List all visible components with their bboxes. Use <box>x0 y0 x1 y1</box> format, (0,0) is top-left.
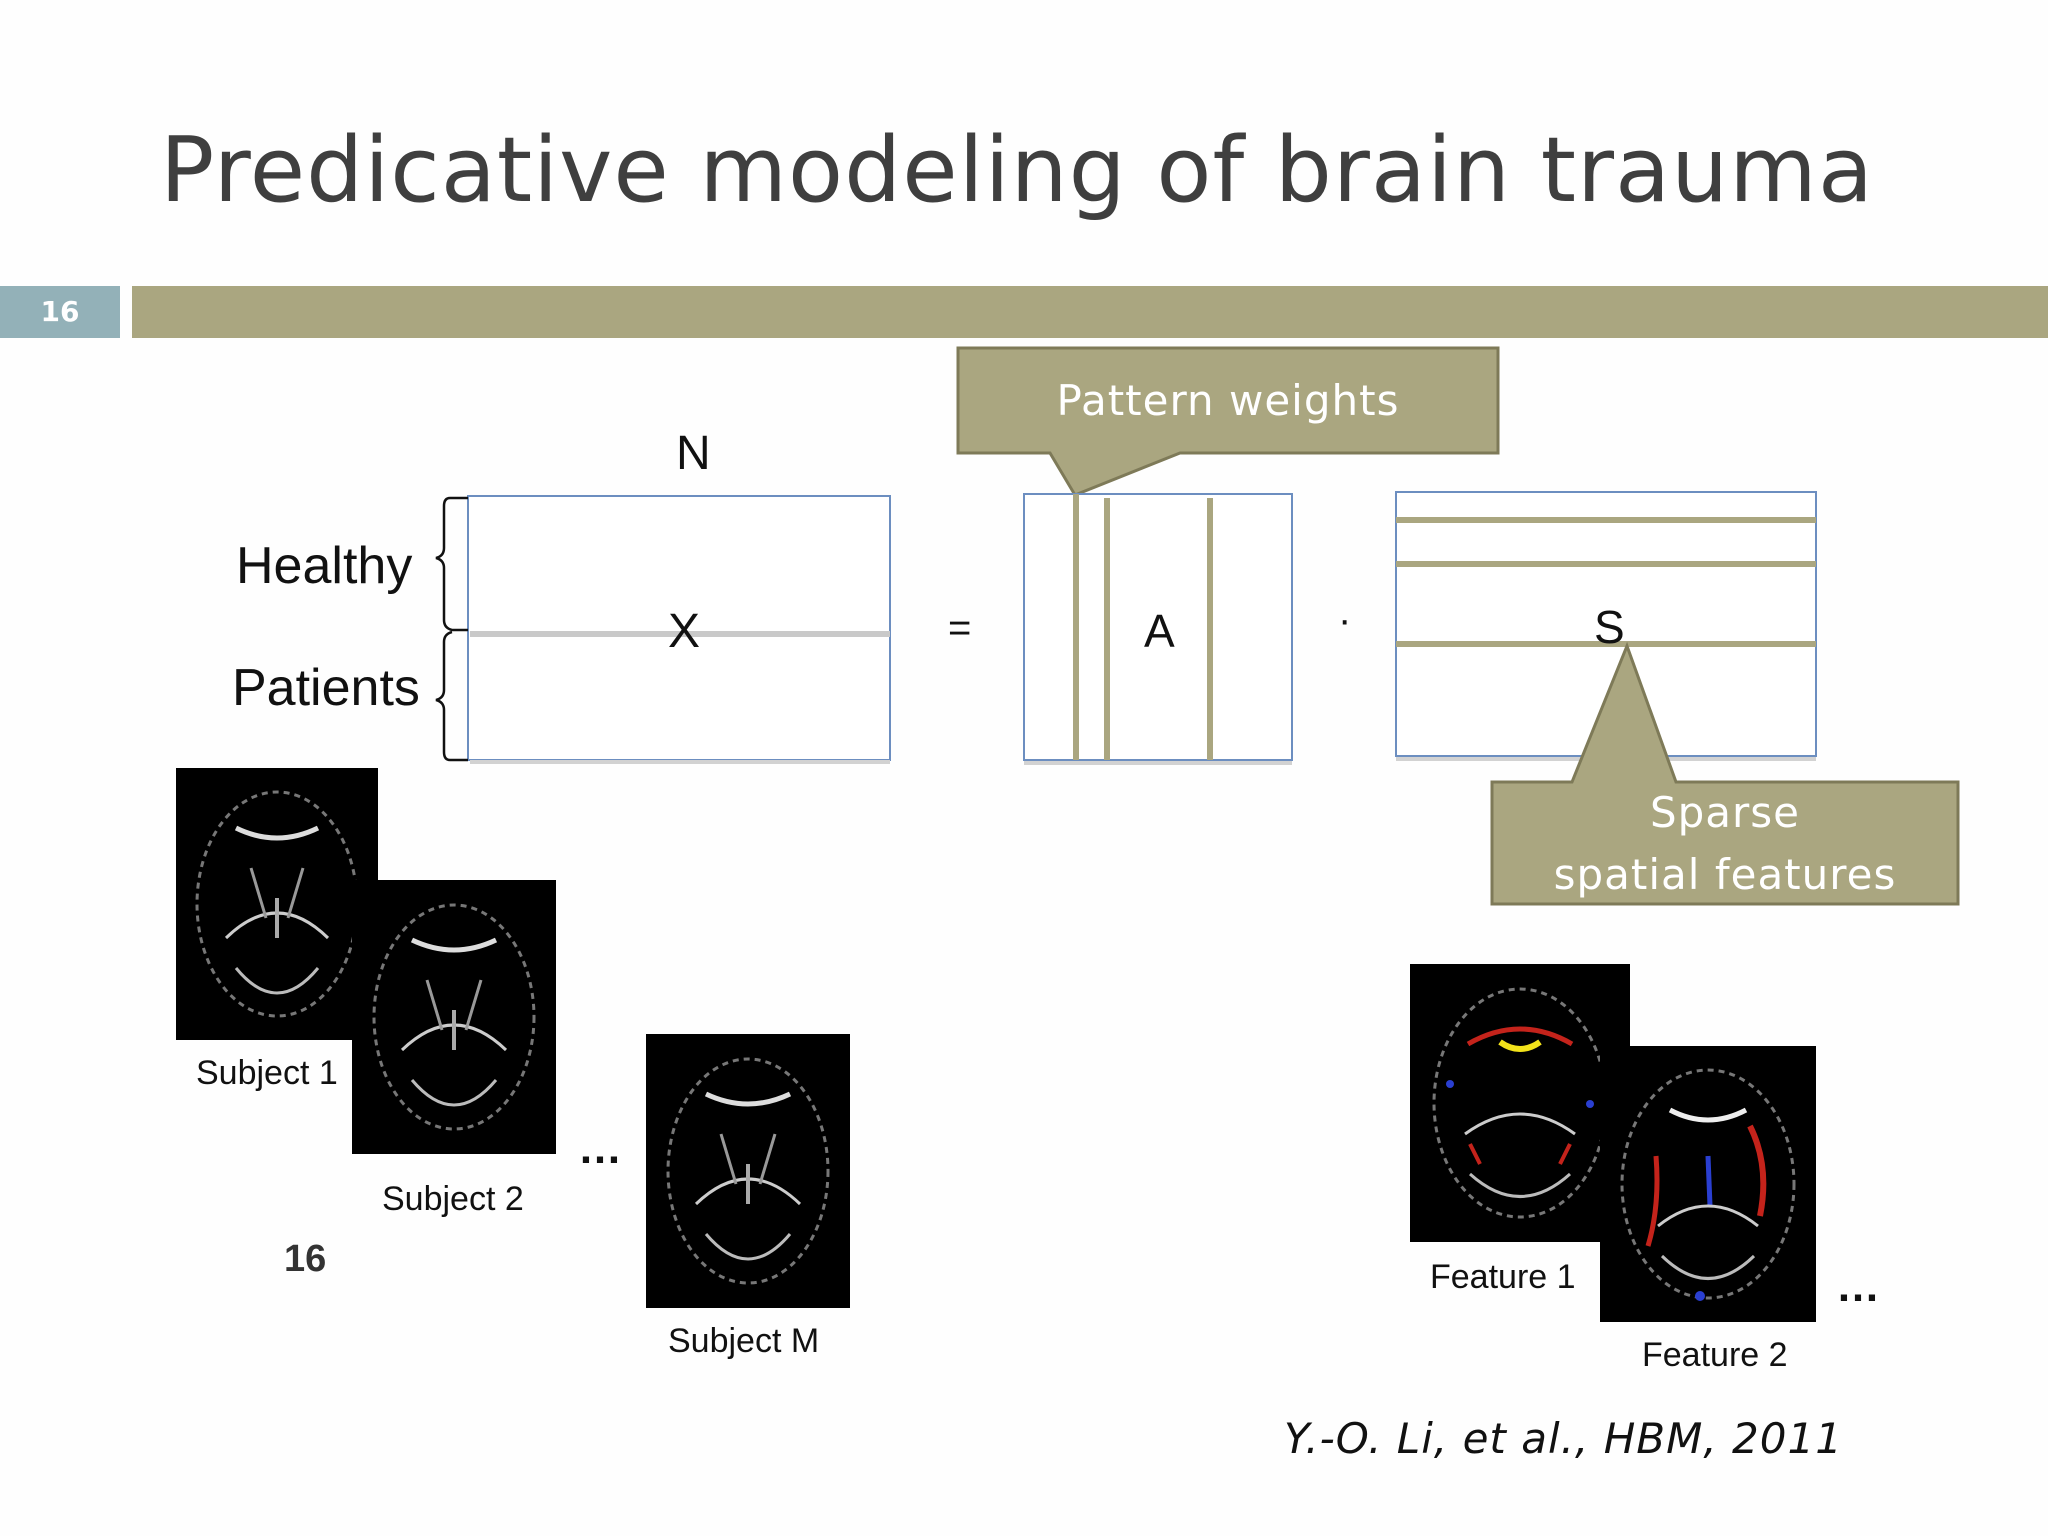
row-brace <box>435 496 468 762</box>
x-matrix <box>467 495 891 761</box>
subject-2-label: Subject 2 <box>382 1180 524 1218</box>
features-ellipsis: … <box>1836 1262 1880 1311</box>
subject-m-scan-image <box>646 1034 850 1308</box>
s-label: S <box>1594 601 1625 653</box>
feature-2-label: Feature 2 <box>1642 1336 1788 1374</box>
healthy-label: Healthy <box>236 537 413 595</box>
n-label: N <box>676 427 711 480</box>
pattern-weights-callout-shape <box>956 346 1500 497</box>
a-matrix <box>1023 493 1293 761</box>
x-label: X <box>668 605 701 658</box>
a-label: A <box>1144 605 1175 657</box>
pattern-weights-text: Pattern weights <box>1056 376 1400 425</box>
subject-m-label: Subject M <box>668 1322 820 1360</box>
subjects-ellipsis: … <box>578 1124 622 1173</box>
subject-1-scan-image <box>176 768 378 1040</box>
footer-slide-number: 16 <box>284 1238 327 1280</box>
sparse-features-callout-shape <box>1490 641 1960 906</box>
header-divider-bar <box>132 286 2048 338</box>
sparse-text-line2: spatial features <box>1553 850 1897 899</box>
slide-number-badge: 16 <box>0 286 120 338</box>
slide-title: Predicative modeling of brain trauma <box>160 118 1875 223</box>
feature-1-label: Feature 1 <box>1430 1258 1576 1296</box>
patients-label: Patients <box>232 659 420 717</box>
subject-2-scan-image <box>352 880 556 1154</box>
feature-1-scan-image <box>1410 964 1630 1242</box>
feature-2-scan-image <box>1600 1046 1816 1322</box>
subject-1-label: Subject 1 <box>196 1054 338 1092</box>
equals-sign: = <box>948 606 972 650</box>
sparse-text-line1: Sparse <box>1649 788 1801 837</box>
dot-operator: · <box>1338 598 1352 642</box>
citation: Y.-O. Li, et al., HBM, 2011 <box>1284 1414 1843 1463</box>
